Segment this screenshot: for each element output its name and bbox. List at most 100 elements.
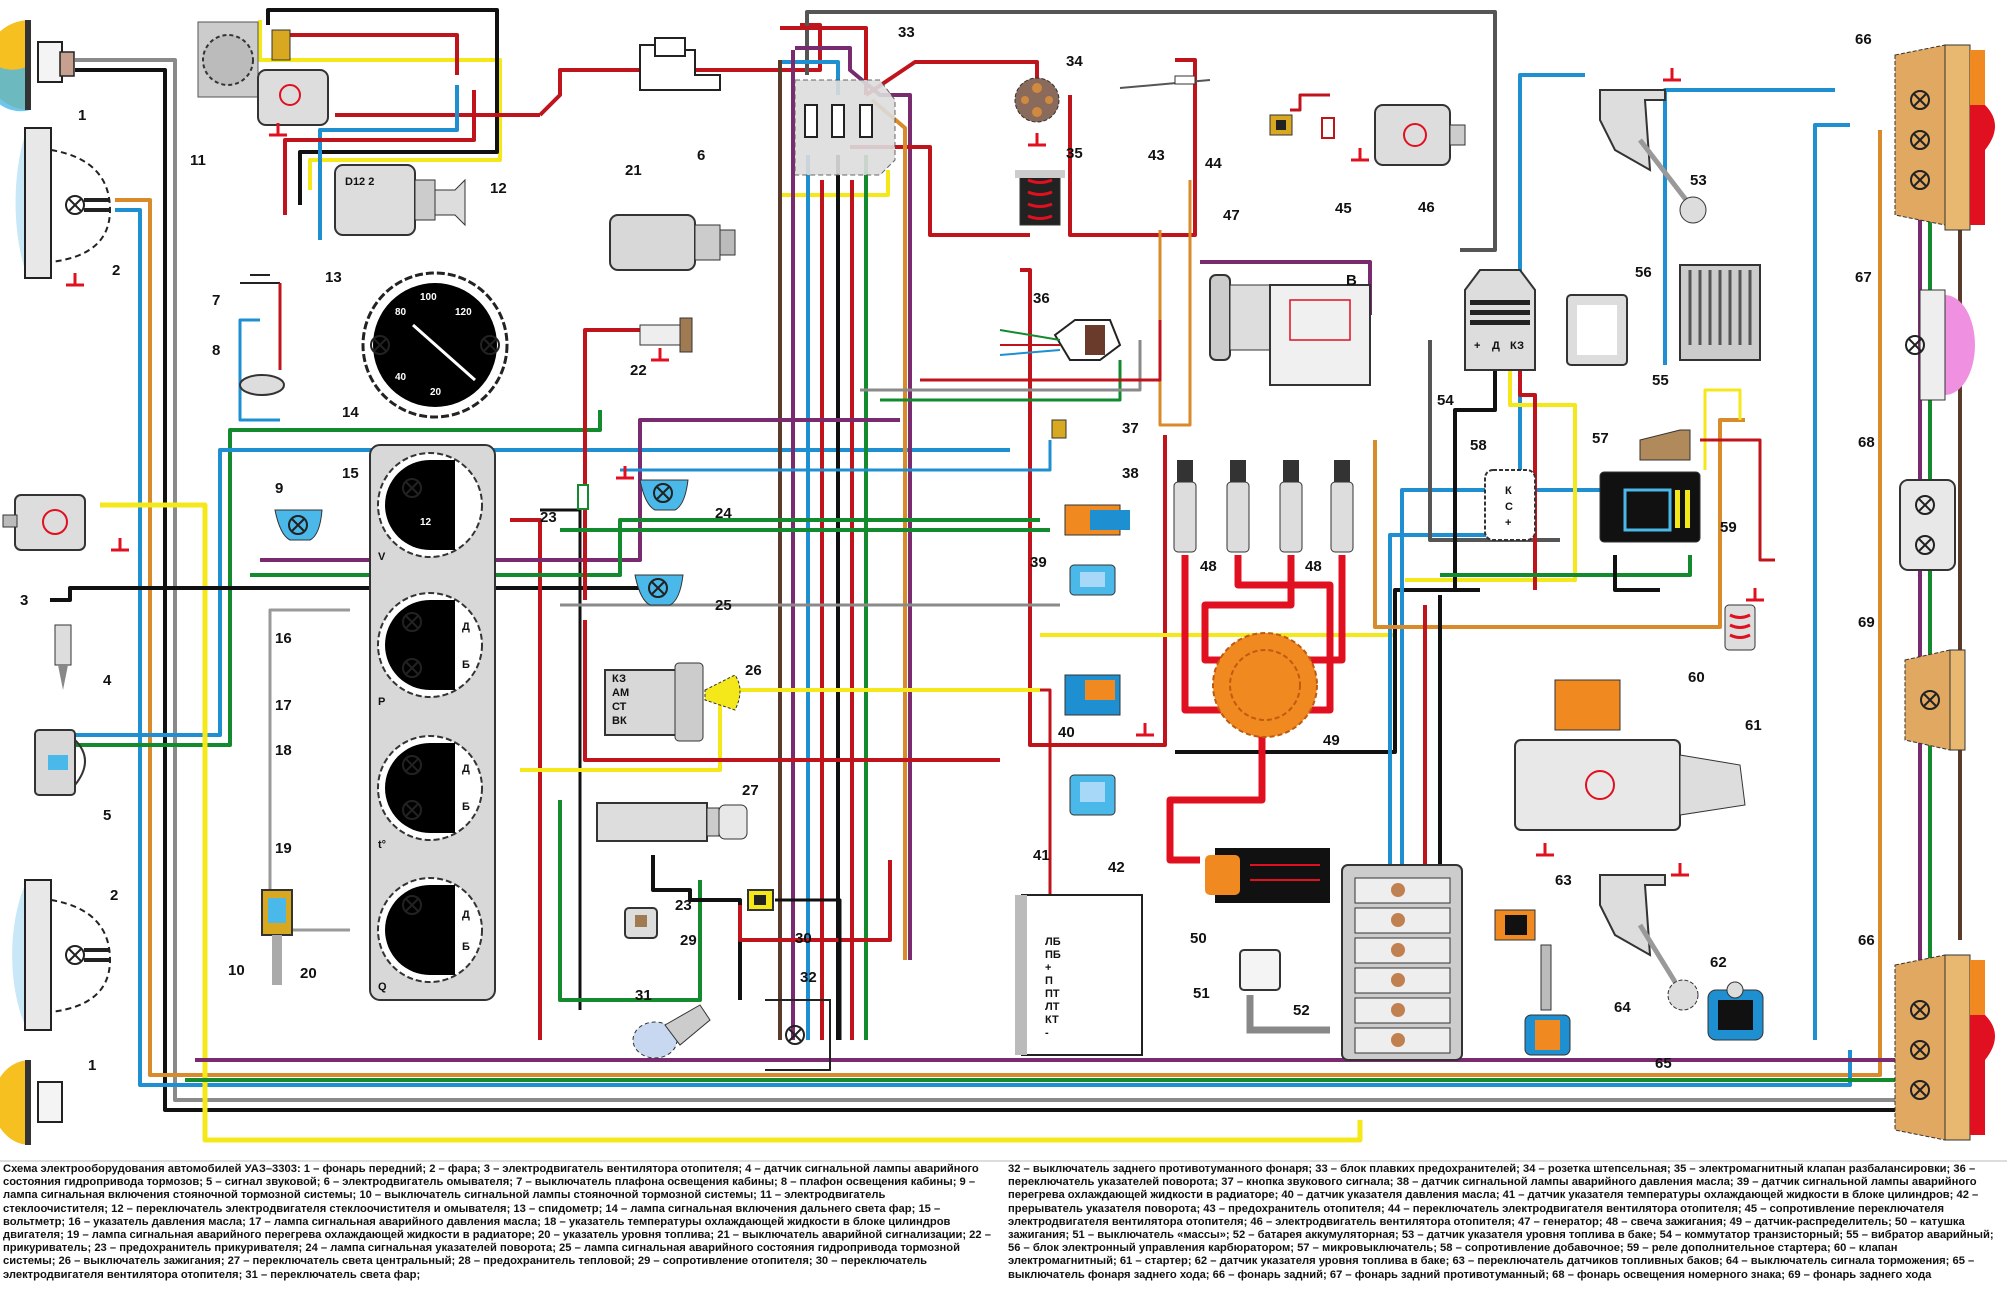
label-33: 33 [898,24,915,41]
label-59: 59 [1720,519,1737,536]
wire-yellow-wiper [258,20,502,190]
resistor-terminal-k: К [1505,485,1512,497]
label-4: 4 [103,672,112,689]
wire-black-comm [1453,365,1497,590]
hazard-switch-21 [609,214,736,271]
fuel-gauge-20: Д Б Q [377,877,483,993]
switch-resistor-45 [1321,117,1335,139]
commutator-54: + Д КЗ [1464,269,1536,371]
caption-left: Схема электрооборудования автомобилей УА… [3,1163,991,1281]
turn-indicator-lamp-24 [614,464,689,511]
headlamp-switch-31 [632,1004,711,1059]
label-65: 65 [1655,1055,1672,1072]
horn-5 [34,729,86,796]
light-switch-27 [596,802,748,842]
wire-red-fuse-34 [864,60,1039,97]
fuel-letter: Q [378,981,387,993]
label-35: 35 [1066,145,1083,162]
wire-blue-right [1813,123,1850,1040]
label-21: 21 [625,162,642,179]
wire-blue-24 [620,440,1052,472]
fuse-block-33 [794,79,896,176]
front-lamp-bottom [0,1060,63,1145]
plate-lamp-68 [1899,479,1956,571]
wire-blue-headlamp [115,208,1852,1087]
wire-red-36 [920,320,1162,382]
parking-brake-lamp-9 [274,509,323,541]
mass-switch-51 [1239,949,1330,1034]
caption-right: 32 – выключатель заднего противотуманног… [1008,1163,1994,1281]
label-19: 19 [275,840,292,857]
label-41: 41 [1033,847,1050,864]
spark-plug-4 [1330,460,1354,553]
wire-red-wiper [290,33,459,75]
temperature-gauge-18: Д Б t° [377,735,483,851]
wire-yellow-56 [1703,388,1742,470]
temp-terminal-d: Д [462,763,470,775]
flasher-t-pt: ПТ [1045,988,1060,1000]
label-7: 7 [212,292,220,309]
label-23-bottom: 23 [675,897,692,914]
coolant-sensor-41 [1069,774,1116,816]
headlamp-top [15,127,112,287]
wire-yellow-gauge [520,688,1040,772]
label-49: 49 [1323,732,1340,749]
label-16: 16 [275,630,292,647]
wire-orange-heater [1158,180,1192,427]
brake-light-switch-64 [1524,944,1571,1056]
fuel-sensor-62 [1599,861,1699,1011]
ignition-coil-50 [1205,848,1330,903]
label-54: 54 [1437,392,1454,409]
label-42: 42 [1108,859,1125,876]
label-66-top: 66 [1855,31,1872,48]
label-24: 24 [715,505,732,522]
label-22: 22 [630,362,647,379]
label-18: 18 [275,742,292,759]
ign-terminal-am: АМ [612,687,629,699]
comm-terminal-d: Д [1492,340,1500,352]
callout-labels: 1 2 3 4 5 6 7 8 9 10 11 12 13 14 15 16 1… [20,24,1875,1074]
wire-red-big [1020,268,1167,747]
wiring-diagram: D12 2 100 80 120 40 20 [0,8,1995,1145]
ign-terminal-vk: ВК [612,715,627,727]
label-8: 8 [212,342,220,359]
wire-green-long [60,410,602,747]
label-37: 37 [1122,420,1139,437]
label-29: 29 [680,932,697,949]
reverse-light-switch-65 [1707,981,1764,1041]
wire-green-relay [1440,555,1692,577]
wire-blue-wiper [318,85,459,240]
turn-flasher-42: ЛБ ПБ + П ПТ ЛТ КТ - [1015,894,1143,1056]
additional-resistor-58: К С + [1484,469,1536,541]
flasher-t-pb: ПБ [1045,949,1061,961]
label-55: 55 [1652,372,1669,389]
front-lamp-top [0,20,75,112]
label-31: 31 [635,987,652,1004]
brake-warning-lamp-25 [634,574,684,606]
label-5: 5 [103,807,111,824]
headlamp-bottom [12,879,112,1031]
wire-red-56 [1700,438,1775,562]
label-51: 51 [1193,985,1210,1002]
spark-plugs-48 [1173,460,1354,553]
speedometer-13: 100 80 120 40 20 [361,271,509,419]
resistor-terminal-c: С [1505,501,1513,513]
wire-red-41 [1040,688,1052,920]
distributor-49 [1212,632,1318,738]
wire-green-36 [880,360,1122,402]
label-39: 39 [1030,554,1047,571]
ign-terminal-st: СТ [612,701,627,713]
comm-terminal-kz: КЗ [1510,340,1524,352]
heater-resistor-29 [747,889,774,911]
label-3: 3 [20,592,28,609]
label-17: 17 [275,697,292,714]
label-68: 68 [1858,434,1875,451]
label-20: 20 [300,965,317,982]
label-47: 47 [1223,207,1240,224]
label-1-bottom: 1 [88,1057,96,1074]
rear-fog-lamp-67 [1905,289,1975,401]
label-44: 44 [1205,155,1222,172]
flasher-t-lt: ЛТ [1045,1001,1060,1013]
label-40: 40 [1058,724,1075,741]
rear-lamp-bottom-66 [1894,954,1995,1141]
